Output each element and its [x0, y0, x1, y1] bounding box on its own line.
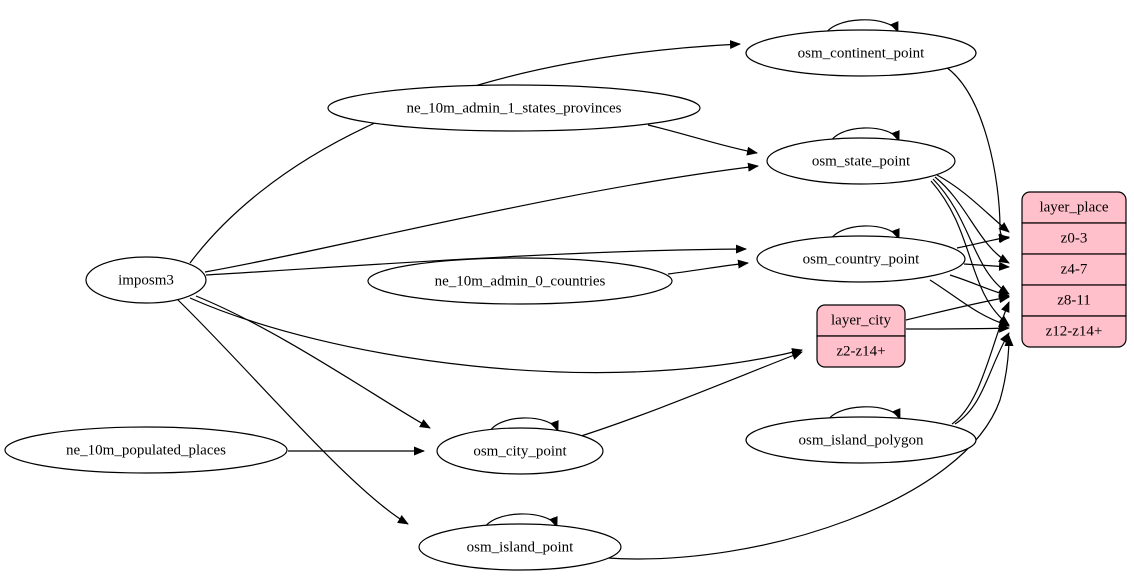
edge-imposm3-to-osm_continent_point [189, 40, 741, 264]
layer_place-row-z8-11[interactable] [1021, 284, 1127, 317]
layer_place-label-z4-7: z4-7 [1061, 261, 1088, 277]
edge-osm_island_polygon-to-layer_place-z8-11 [951, 301, 1010, 425]
edge-ne_10m_admin_1_states_provinces-to-osm_state_point [647, 124, 758, 156]
node-label-ne_10m_admin_1_states_provinces: ne_10m_admin_1_states_provinces [407, 100, 622, 116]
record-node-layer_city[interactable]: layer_city z2-z14+ [816, 304, 906, 368]
layer_place-label-z12-z14: z12-z14+ [1046, 323, 1103, 339]
node-ne_10m_populated_places[interactable]: ne_10m_populated_places [4, 426, 288, 474]
layer_city-label-title: layer_city [831, 312, 891, 328]
edge-osm_state_point-to-layer_place-z0-3 [936, 174, 1010, 233]
edge-imposm3-to-osm_island_point [177, 299, 409, 525]
layer_place-label-z8-11: z8-11 [1057, 292, 1091, 308]
node-osm_island_polygon[interactable]: osm_island_polygon [745, 416, 977, 464]
edge-osm_country_point-to-layer_place-z8-11 [949, 274, 1010, 298]
node-label-imposm3: imposm3 [118, 272, 174, 288]
edge-imposm3-to-osm_city_point [195, 295, 431, 429]
edge-osm_island_point-to-layer_place-z12-z14 [607, 335, 1014, 560]
node-osm_island_point[interactable]: osm_island_point [418, 523, 622, 571]
node-ne_10m_admin_0_countries[interactable]: ne_10m_admin_0_countries [367, 257, 673, 305]
edge-osm_country_point-to-layer_place-z12-z14 [929, 279, 1010, 328]
edge-layer_city-to-layer_place-z12-z14 [905, 323, 1010, 333]
node-label-osm_country_point: osm_country_point [803, 251, 920, 267]
edge-osm_country_point-to-layer_place-z0-3 [956, 234, 1010, 249]
node-label-ne_10m_admin_0_countries: ne_10m_admin_0_countries [435, 273, 606, 289]
layer_place-row-z12-z14[interactable] [1021, 315, 1127, 348]
node-osm_country_point[interactable]: osm_country_point [756, 235, 966, 283]
node-osm_city_point[interactable]: osm_city_point [436, 427, 604, 475]
layer_city-row-z2-z14[interactable] [816, 335, 906, 368]
layer_place-label-title: layer_place [1039, 199, 1108, 215]
node-osm_continent_point[interactable]: osm_continent_point [745, 29, 977, 77]
node-label-osm_state_point: osm_state_point [812, 153, 911, 169]
node-osm_state_point[interactable]: osm_state_point [766, 137, 956, 185]
node-label-osm_island_point: osm_island_point [467, 539, 575, 555]
edge-osm_island_polygon-to-layer_place-z12-z14 [954, 332, 1010, 425]
edge-osm_continent_point-to-layer_place-z0-3 [945, 66, 1010, 243]
edge-osm_state_point-to-layer_place-z8-11 [932, 178, 1010, 295]
layer_place-row-z0-3[interactable] [1021, 222, 1127, 255]
node-ne_10m_admin_1_states_provinces[interactable]: ne_10m_admin_1_states_provinces [327, 84, 701, 132]
edge-layer_city-to-layer_place-z8-11 [905, 294, 1010, 321]
node-layer: imposm3 ne_10m_admin_1_states_provinces … [4, 29, 1127, 571]
edge-osm_state_point-to-layer_place-z4-7 [934, 176, 1010, 264]
node-label-ne_10m_populated_places: ne_10m_populated_places [66, 442, 226, 458]
edge-osm_city_point-to-layer_city [577, 351, 803, 438]
layer_city-label-z2-z14: z2-z14+ [836, 343, 885, 359]
node-label-osm_continent_point: osm_continent_point [798, 45, 925, 61]
edge-imposm3-to-osm_state_point [204, 162, 759, 273]
node-label-osm_island_polygon: osm_island_polygon [798, 432, 924, 448]
edge-osm_country_point-to-layer_place-z4-7 [963, 261, 1010, 271]
record-node-layer_place[interactable]: layer_place z0-3 z4-7 z8-11 z12-z14+ [1021, 191, 1127, 348]
node-imposm3[interactable]: imposm3 [85, 256, 207, 304]
edge-imposm3-to-layer_city [189, 297, 803, 374]
edge-osm_state_point-to-layer_place-z12-z14 [930, 180, 1010, 326]
edge-ne_10m_admin_0_countries-to-osm_country_point [667, 259, 749, 275]
layer_place-label-z0-3: z0-3 [1061, 230, 1088, 246]
node-label-osm_city_point: osm_city_point [473, 443, 567, 459]
